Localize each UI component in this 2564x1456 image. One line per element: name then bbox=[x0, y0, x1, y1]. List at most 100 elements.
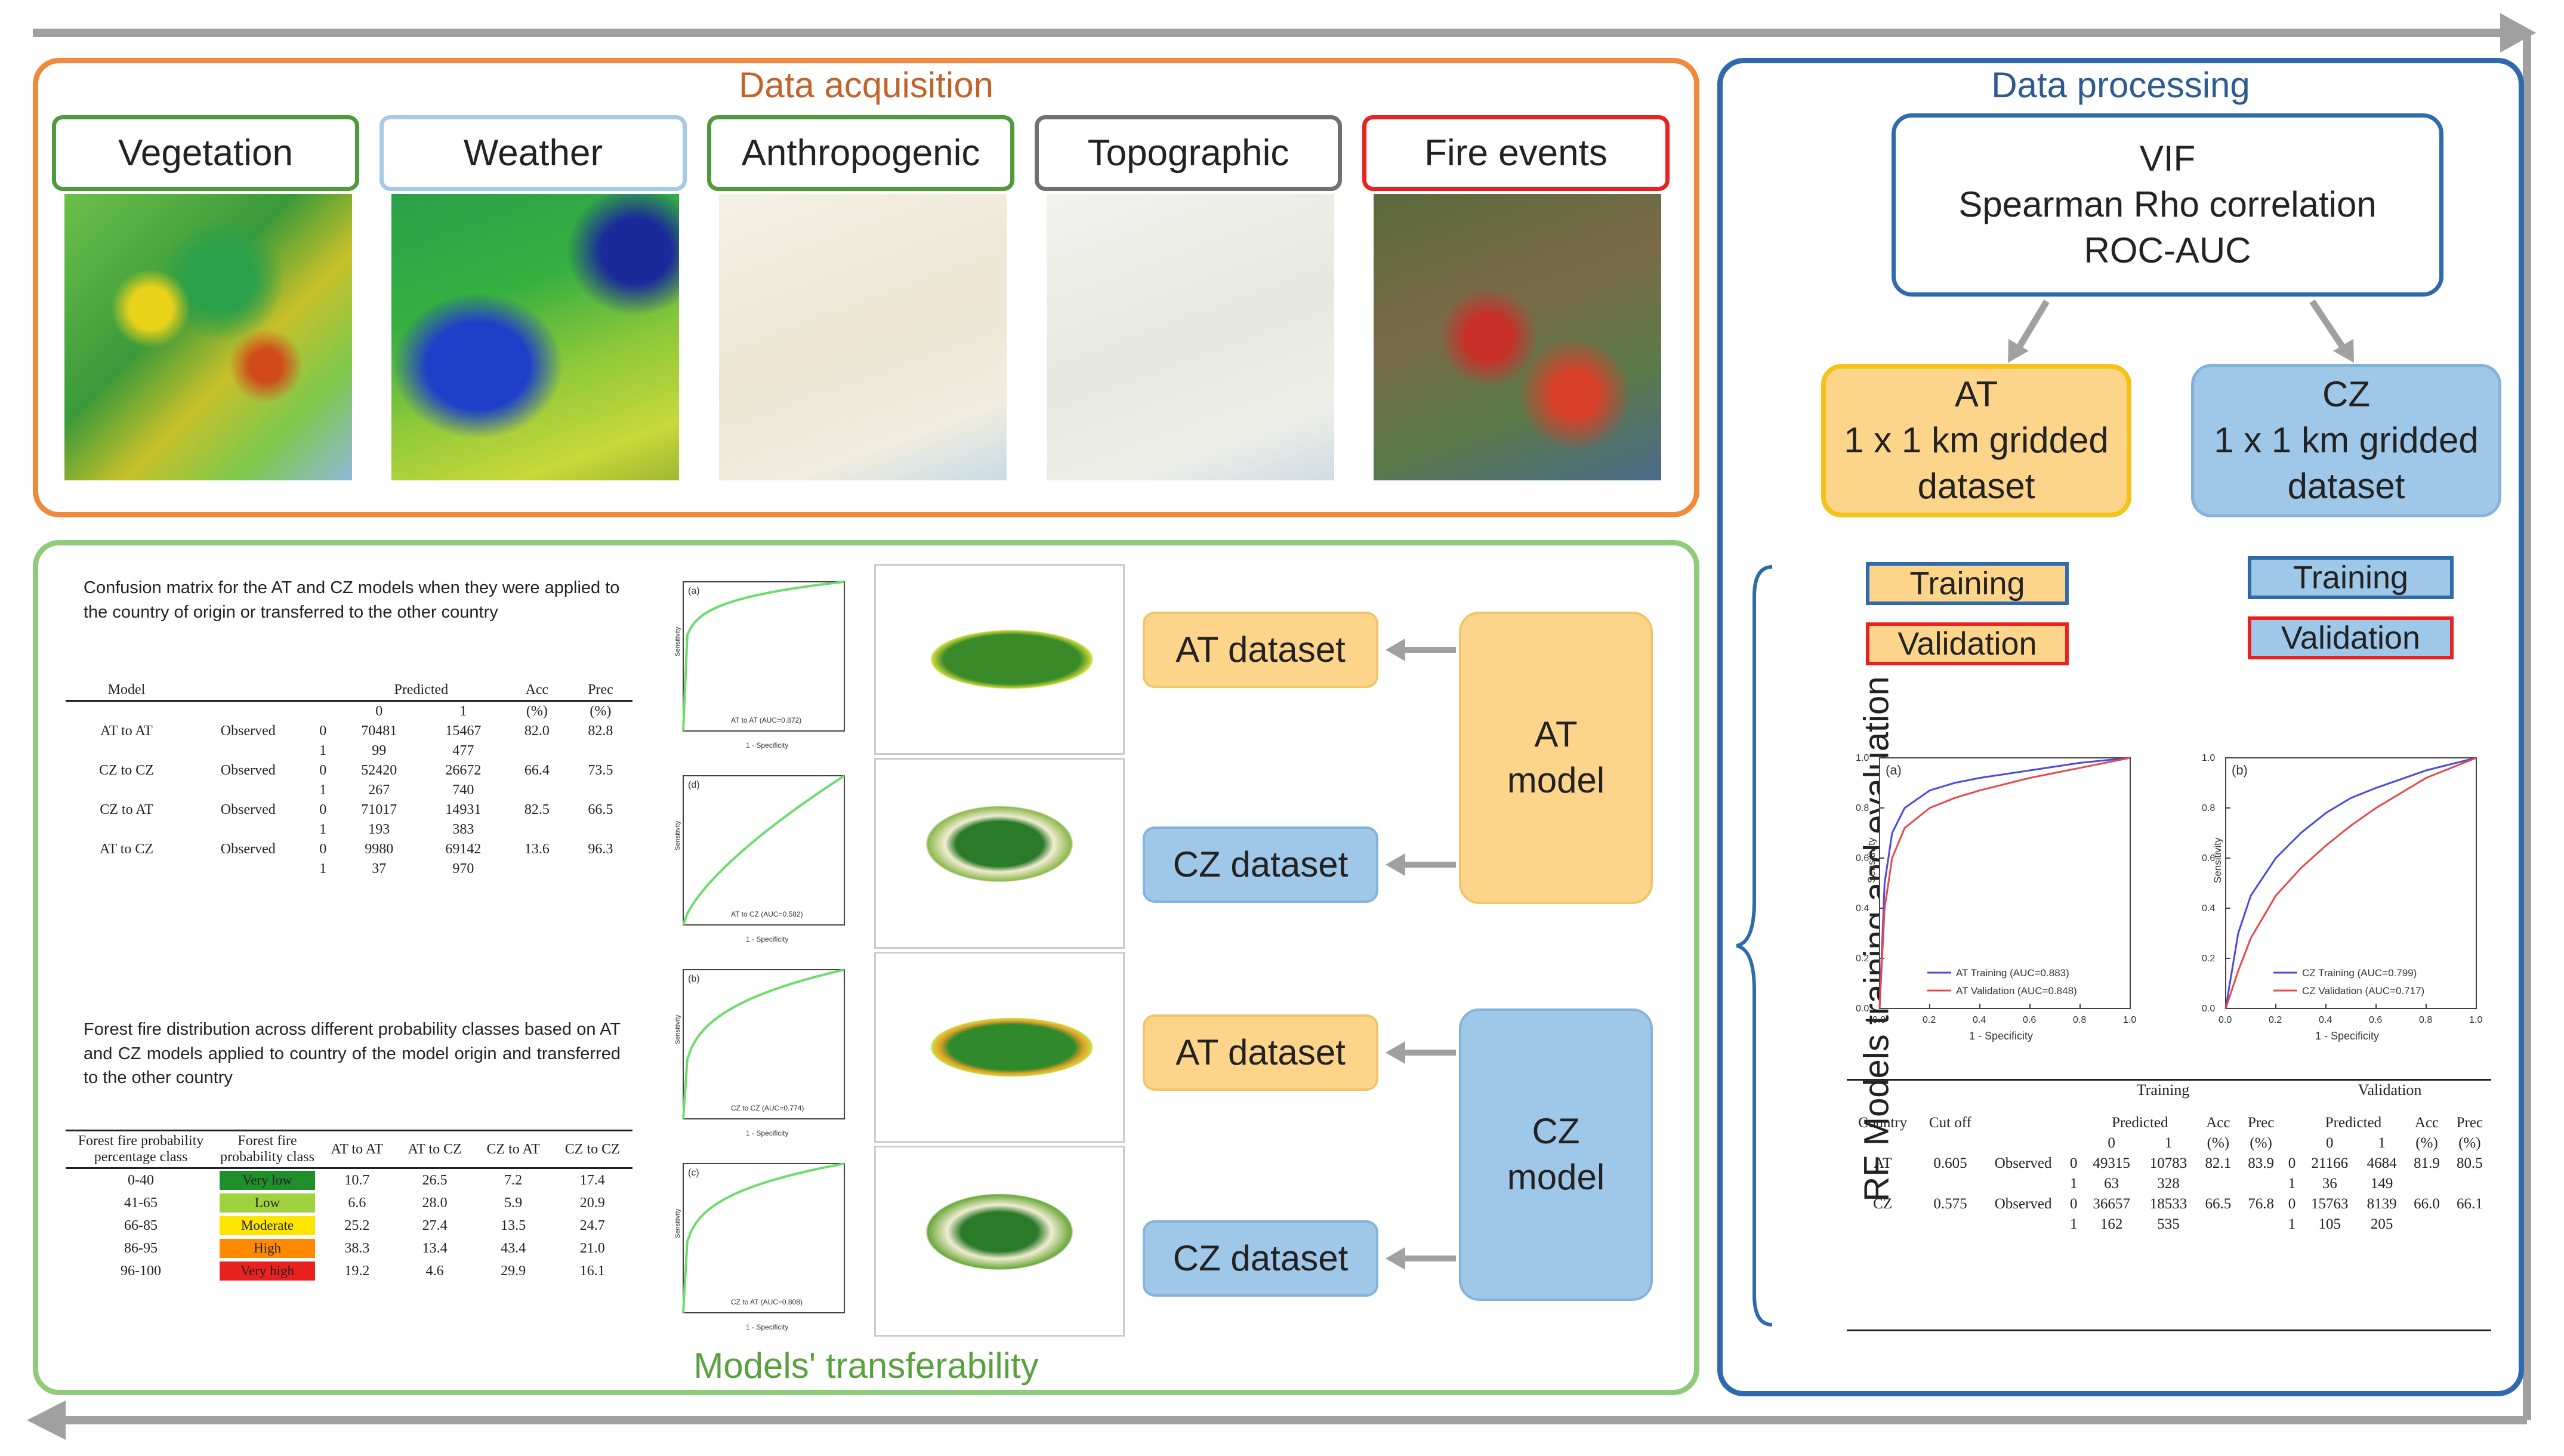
legend-label: AT Training (AUC=0.883) bbox=[1956, 967, 2069, 979]
x-tick-label: 0.0 bbox=[1872, 1015, 1886, 1025]
roc-y-label: Sensitivity bbox=[674, 627, 681, 656]
y-axis-label: Sensitivity bbox=[2212, 837, 2223, 883]
roc-x-label: 1 - Specificity bbox=[746, 1129, 788, 1137]
y-tick-label: 0.0 bbox=[1856, 1004, 1869, 1014]
at-probability-map-1 bbox=[874, 564, 1125, 755]
y-tick-label: 0.4 bbox=[2202, 903, 2215, 914]
x-tick-label: 1.0 bbox=[2469, 1015, 2482, 1025]
model-dataset-arrows bbox=[1386, 638, 1456, 1270]
roc-y-label: Sensitivity bbox=[674, 1208, 681, 1238]
x-axis-label: 1 - Specificity bbox=[1969, 1030, 2033, 1042]
x-tick-label: 1.0 bbox=[2123, 1015, 2136, 1025]
roc-frame bbox=[683, 969, 845, 1119]
cz-gridded-dataset-box: CZ 1 x 1 km gridded dataset bbox=[2191, 364, 2501, 517]
x-tick-label: 0.0 bbox=[2219, 1015, 2232, 1025]
topographic-map bbox=[1047, 194, 1334, 480]
y-tick-label: 0.6 bbox=[2202, 853, 2215, 863]
roc-curve bbox=[682, 1162, 845, 1313]
cz-probability-map-2 bbox=[874, 1146, 1125, 1337]
roc-legend-label: AT to AT (AUC=0.872) bbox=[731, 716, 801, 724]
roc-series-line bbox=[1878, 757, 2131, 1009]
x-tick-label: 0.6 bbox=[2023, 1015, 2036, 1025]
roc-curve bbox=[682, 581, 845, 732]
roc-panel-letter: (b) bbox=[688, 974, 700, 984]
x-tick-label: 0.4 bbox=[1973, 1015, 1986, 1025]
probability-class-badge: Low bbox=[220, 1193, 315, 1213]
legend-label: CZ Training (AUC=0.799) bbox=[2302, 967, 2417, 979]
roc-x-label: 1 - Specificity bbox=[746, 935, 788, 943]
roc-legend-label: CZ to AT (AUC=0.808) bbox=[731, 1298, 803, 1306]
y-tick-label: 0.2 bbox=[2202, 954, 2215, 964]
y-tick-label: 0.8 bbox=[2202, 803, 2215, 813]
roc-series-line bbox=[2224, 757, 2477, 1009]
roc-panel-letter: (c) bbox=[688, 1168, 699, 1178]
x-tick-label: 0.8 bbox=[2419, 1015, 2432, 1025]
roc-chart-cz: 0.0 0.0 0.2 0.2 0.4 0.4 0.6 0.6 0.8 0.8 1.0 1.0 CZ T… bbox=[2202, 753, 2482, 1042]
weather-map bbox=[391, 194, 679, 480]
data-acquisition-title: Data acquisition bbox=[739, 65, 993, 105]
validation-group-label: Validation bbox=[2358, 1081, 2422, 1099]
roc-panel-at-to-cz: (d) AT to CZ (AUC=0.582) 1 - Specificity Se… bbox=[674, 775, 846, 943]
at-dataset-box-2: AT dataset bbox=[1143, 1014, 1378, 1091]
confusion-caption: Confusion matrix for the AT and CZ model… bbox=[84, 578, 620, 622]
training-group-label: Training bbox=[2136, 1081, 2190, 1099]
roc-y-label: Sensitivity bbox=[674, 1014, 681, 1044]
flow-arrow-head-left bbox=[27, 1401, 66, 1440]
at-training-tag: Training bbox=[1866, 562, 2069, 605]
x-tick-label: 0.2 bbox=[2269, 1015, 2282, 1025]
source-fire-events: Fire events bbox=[1362, 115, 1670, 191]
roc-panel-cz-to-at: (c)CZ to AT (AUC=0.808)1 - SpecificitySe… bbox=[674, 1162, 845, 1331]
anthropogenic-map bbox=[719, 194, 1007, 480]
training-table-bottom-rule bbox=[1847, 1329, 2491, 1331]
y-tick-label: 0.4 bbox=[1856, 903, 1869, 914]
roc-panel-letter: (d) bbox=[688, 780, 700, 790]
source-weather: Weather bbox=[379, 115, 687, 191]
x-tick-label: 0.6 bbox=[2369, 1015, 2382, 1025]
probability-class-badge: Very low bbox=[220, 1171, 315, 1190]
source-topographic: Topographic bbox=[1035, 115, 1342, 191]
y-tick-label: 0.0 bbox=[2202, 1004, 2215, 1014]
legend-label: CZ Validation (AUC=0.717) bbox=[2302, 985, 2424, 997]
roc-curve bbox=[682, 968, 845, 1119]
at-model-box: AT model bbox=[1459, 612, 1653, 904]
roc-legend-label: CZ to CZ (AUC=0.774) bbox=[731, 1104, 804, 1112]
roc-panel-cz-to-cz: (b) CZ to CZ (AUC=0.774) 1 - Specificity Se… bbox=[674, 968, 845, 1137]
x-tick-label: 0.4 bbox=[2319, 1015, 2332, 1025]
probability-class-badge: Very high bbox=[220, 1261, 315, 1281]
y-tick-label: 1.0 bbox=[1856, 753, 1869, 763]
y-tick-label: 1.0 bbox=[2202, 753, 2215, 763]
cz-model-box: CZ model bbox=[1459, 1008, 1653, 1301]
rf-bracket bbox=[1736, 565, 1773, 1327]
cz-probability-map-1 bbox=[874, 758, 1125, 949]
fire-events-map bbox=[1374, 194, 1661, 480]
x-tick-label: 0.8 bbox=[2073, 1015, 2086, 1025]
chart-panel-letter: (a) bbox=[1886, 763, 1902, 778]
roc-y-label: Sensitivity bbox=[674, 820, 681, 850]
methods-box: VIF Spearman Rho correlation ROC-AUC bbox=[1892, 113, 2443, 297]
roc-legend-label: AT to CZ (AUC=0.582) bbox=[731, 910, 803, 918]
probability-class-badge: High bbox=[220, 1239, 315, 1258]
roc-chart-at: 0.00.00.20.20.40.40.60.60.80.81.01.0AT T… bbox=[1856, 753, 2136, 1042]
roc-frame bbox=[683, 1163, 845, 1313]
at-validation-tag: Validation bbox=[1866, 622, 2069, 665]
transferability-title: Models' transferability bbox=[693, 1346, 1039, 1386]
roc-panel-at-to-at: (a)AT to AT (AUC=0.872)1 - SpecificitySe… bbox=[674, 581, 845, 749]
probability-class-badge: Moderate bbox=[220, 1216, 315, 1235]
roc-series-line bbox=[1878, 757, 2131, 1009]
x-tick-label: 0.2 bbox=[1923, 1015, 1936, 1025]
